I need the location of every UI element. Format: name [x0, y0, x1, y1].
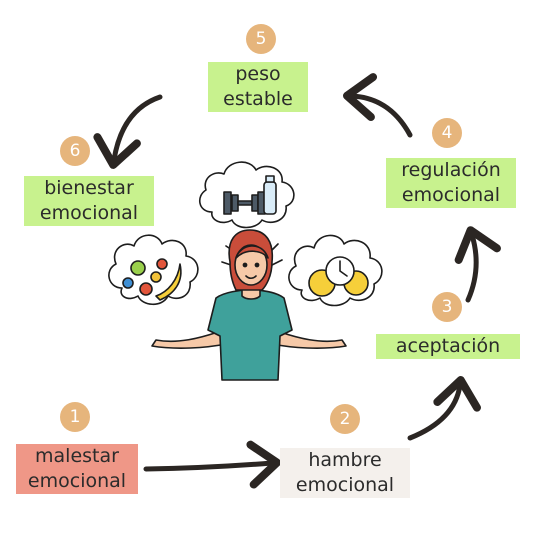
step-5-label: peso estable: [208, 62, 308, 112]
step-4-label: regulación emocional: [386, 158, 516, 208]
step-5-number: 5: [246, 24, 276, 54]
clock-moon-sun-icon: [288, 234, 383, 307]
step-3-label: aceptación: [376, 334, 520, 359]
arrow-2-to-3: [407, 376, 481, 441]
step-2-label: hambre emocional: [280, 448, 410, 498]
step-1-label: malestar emocional: [16, 444, 138, 494]
arrow-4-to-5: [343, 73, 413, 138]
step-1-number: 1: [60, 402, 90, 432]
step-6-label: bienestar emocional: [24, 176, 154, 226]
arrow-5-to-6: [93, 94, 163, 169]
arrow-3-to-4: [454, 226, 501, 303]
step-3-number: 3: [432, 292, 462, 322]
fruits-vitamins-icon: [108, 234, 199, 306]
step-6-number: 6: [60, 136, 90, 166]
step-4-number: 4: [432, 118, 462, 148]
dumbbell-bottle-icon: [199, 161, 295, 229]
step-2-number: 2: [330, 404, 360, 434]
arrow-1-to-2: [143, 440, 281, 489]
